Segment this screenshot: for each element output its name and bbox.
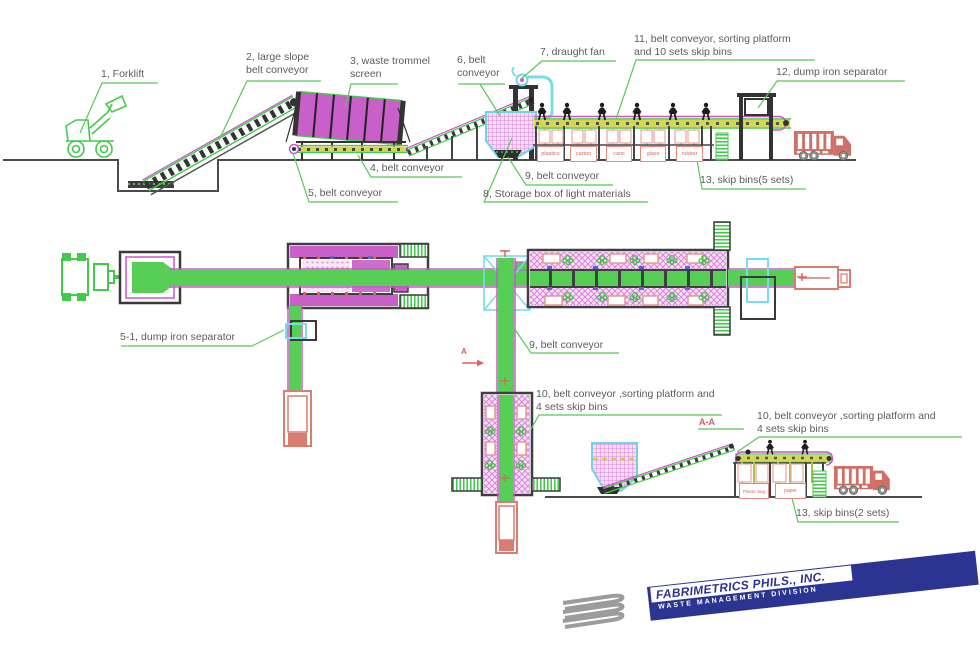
- skip-bin-plastic-bag: Plastic bag: [739, 483, 769, 499]
- label-belt-conveyor-10-aa: 10, belt conveyor ,sorting platform and …: [757, 410, 936, 435]
- skip-bin-paper: paper: [775, 483, 806, 499]
- plan-view: [61, 221, 851, 554]
- section-arrow-a: [462, 359, 484, 367]
- storage-box-light-materials: [485, 111, 537, 158]
- label-belt-conveyor-4: 4, belt conveyor: [370, 162, 445, 174]
- elevation-view: [3, 66, 856, 196]
- truck-icon: [793, 130, 852, 161]
- dump-iron-separator-5-1: [290, 320, 317, 341]
- label-belt-conveyor-6: 6, belt conveyor: [457, 54, 500, 79]
- label-dump-iron-separator-12: 12, dump iron separator: [776, 66, 888, 78]
- skip-bin-rubber: rubber: [676, 146, 703, 162]
- sorting-platform-elevation: [533, 101, 791, 161]
- section-aa-view: [545, 439, 922, 498]
- label-dump-iron-separator-5-1: 5-1, dump iron separator: [120, 331, 235, 343]
- skip-bin-glass: glass: [640, 146, 666, 162]
- section-marker-a: A: [461, 347, 467, 356]
- skip-bin-carton: carton: [570, 146, 597, 162]
- truck-plan-left: [283, 390, 312, 447]
- ground-line: [3, 159, 856, 192]
- label-skip-bins-2-sets: 13, skip bins(2 sets): [796, 507, 890, 519]
- pit-conveyor: [128, 181, 174, 188]
- main-conveyor-plan: [170, 261, 529, 288]
- label-storage-box: 8, Storage box of light materials: [483, 188, 631, 200]
- label-forklift: 1, Forklift: [101, 68, 145, 80]
- label-belt-conveyor-9-plan: 9, belt conveyor: [529, 339, 604, 351]
- ladder-conveyor-bottom: [713, 306, 731, 336]
- waste-trommel-screen: [285, 90, 411, 160]
- label-belt-conveyor-11: 11, belt conveyor, sorting platform and …: [634, 33, 791, 58]
- large-slope-belt-conveyor: [142, 94, 301, 196]
- trommel-reject-conveyor: [287, 306, 303, 398]
- skip-bin-plastics: plastics: [537, 146, 564, 162]
- forklift-icon: [65, 94, 128, 158]
- belt-conveyor-9-elevation: [494, 150, 522, 158]
- skip-bin-cans: cans: [606, 146, 632, 162]
- label-belt-conveyor-5: 5, belt conveyor: [308, 187, 383, 199]
- belt-conveyor-4: [288, 143, 408, 155]
- truck-plan-right: [794, 266, 851, 290]
- leader-lines: [79, 59, 962, 523]
- section-marker-aa: A-A: [699, 417, 715, 427]
- sorting-platform-plan-vertical: [480, 377, 534, 507]
- logo-waves-icon: [562, 593, 625, 629]
- label-skip-bins-5-sets: 13, skip bins(5 sets): [700, 174, 794, 186]
- truck-icon-aa: [833, 465, 891, 495]
- incline-conveyor-aa: [602, 443, 735, 494]
- label-belt-conveyor-10-plan: 10, belt conveyor ,sorting platform and …: [536, 388, 715, 413]
- sorting-platform-aa: [733, 439, 834, 498]
- iron-separator-plan: [746, 258, 769, 303]
- label-belt-conveyor-9-top: 9, belt conveyor: [525, 170, 600, 182]
- forklift-plan-icon: [61, 253, 123, 301]
- sorting-platform-plan: [526, 248, 730, 309]
- skip-bin-slots: [538, 129, 700, 144]
- truck-plan-bottom: [495, 501, 518, 554]
- ladder-conveyor-top: [713, 221, 731, 251]
- stairs-icon: [715, 132, 729, 161]
- label-large-slope-belt-conveyor: 2, large slope belt conveyor: [246, 51, 310, 76]
- belt-conveyor-9-plan: [496, 250, 516, 395]
- label-draught-fan: 7, draught fan: [540, 46, 605, 58]
- label-waste-trommel-screen: 3, waste trommel screen: [350, 55, 430, 80]
- stairs-icon-aa: [812, 470, 827, 498]
